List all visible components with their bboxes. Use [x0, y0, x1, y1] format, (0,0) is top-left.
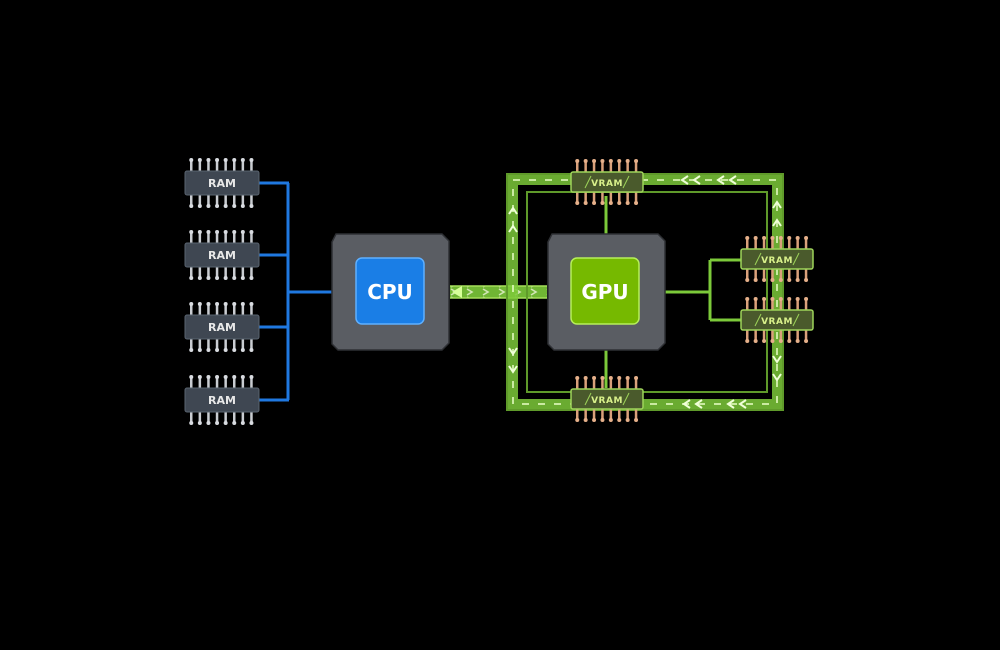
ram-module: RAM: [184, 230, 260, 280]
ram-module: RAM: [184, 375, 260, 425]
cpu-gpu-link: [450, 285, 547, 299]
gpu-label: GPU: [581, 280, 628, 304]
cpu-die: [355, 257, 425, 325]
gpu-chip: GPU: [547, 233, 666, 351]
ram-label: RAM: [208, 177, 236, 190]
vram-label: VRAM: [761, 317, 793, 327]
vram-module: VRAM: [740, 297, 814, 343]
cpu-chip: CPU: [331, 233, 450, 351]
ram-modules: RAM RAM RAM RAM: [184, 158, 260, 425]
ram-label: RAM: [208, 394, 236, 407]
vram-modules: VRAM VRAM VRAM VRAM: [570, 159, 814, 422]
gpu-vram-links: [604, 196, 742, 388]
ram-label: RAM: [208, 249, 236, 262]
vram-ring-bus: [506, 173, 784, 411]
ram-label: RAM: [208, 321, 236, 334]
vram-label: VRAM: [591, 396, 623, 406]
vram-label: VRAM: [591, 179, 623, 189]
vram-label: VRAM: [761, 256, 793, 266]
gpu-die: [570, 257, 640, 325]
vram-module: VRAM: [570, 376, 644, 422]
vram-module: VRAM: [740, 236, 814, 282]
ram-bus: [259, 181, 332, 402]
cpu-label: CPU: [367, 280, 413, 304]
ram-module: RAM: [184, 302, 260, 352]
vram-module: VRAM: [570, 159, 644, 205]
ram-module: RAM: [184, 158, 260, 208]
